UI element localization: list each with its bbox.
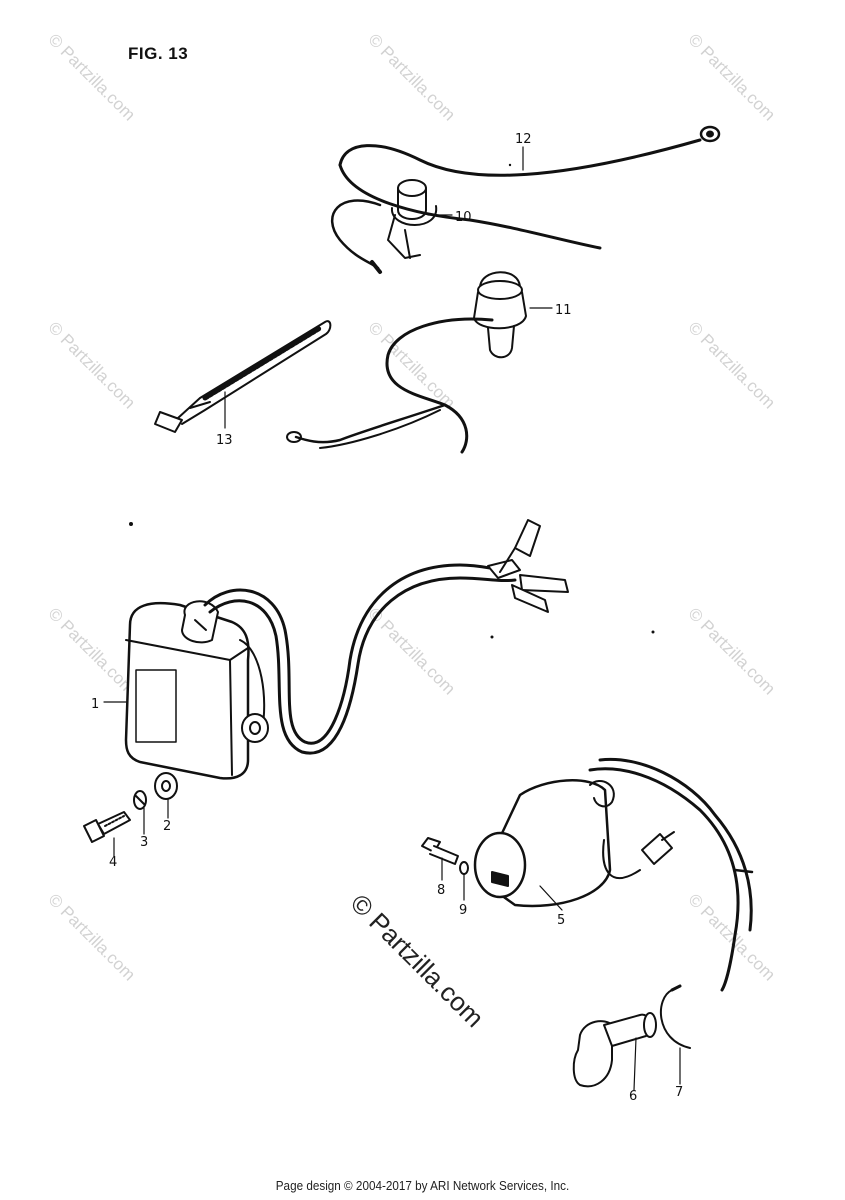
callout-5: 5: [557, 913, 565, 928]
lock-washer-3: [133, 790, 147, 810]
spark-plug-cap-6: [572, 1012, 657, 1088]
callout-13: 13: [216, 433, 233, 448]
bolt-4: [83, 811, 131, 843]
circlip-7: [659, 984, 691, 1049]
cable-tie-13: [154, 320, 332, 433]
switch-10: [330, 179, 438, 274]
callout-6: 6: [629, 1089, 637, 1104]
callout-4: 4: [109, 855, 117, 870]
ignition-coil-5: [473, 757, 754, 992]
washer-9: [459, 861, 469, 875]
callout-7: 7: [675, 1085, 683, 1100]
callout-11: 11: [555, 303, 572, 318]
callout-12: 12: [515, 132, 532, 147]
leader-lines: [103, 146, 681, 1091]
callout-10: 10: [455, 210, 472, 225]
figure-title: FIG. 13: [128, 44, 189, 63]
callout-3: 3: [140, 835, 148, 850]
switch-11: [286, 271, 527, 454]
callout-8: 8: [437, 883, 445, 898]
ground-wire-12: [338, 125, 721, 250]
footer-copyright: Page design © 2004-2017 by ARI Network S…: [275, 1178, 570, 1193]
callout-2: 2: [163, 819, 171, 834]
cdi-unit-1: [124, 519, 569, 780]
callout-1: 1: [91, 697, 99, 712]
scan-specks: [129, 163, 655, 639]
bolt-8: [421, 837, 459, 865]
washer-2: [154, 772, 178, 800]
callout-labels: 1 2 3 4 5 6 7 8 9 10 11 12 13: [91, 132, 683, 1104]
callout-9: 9: [459, 903, 467, 918]
